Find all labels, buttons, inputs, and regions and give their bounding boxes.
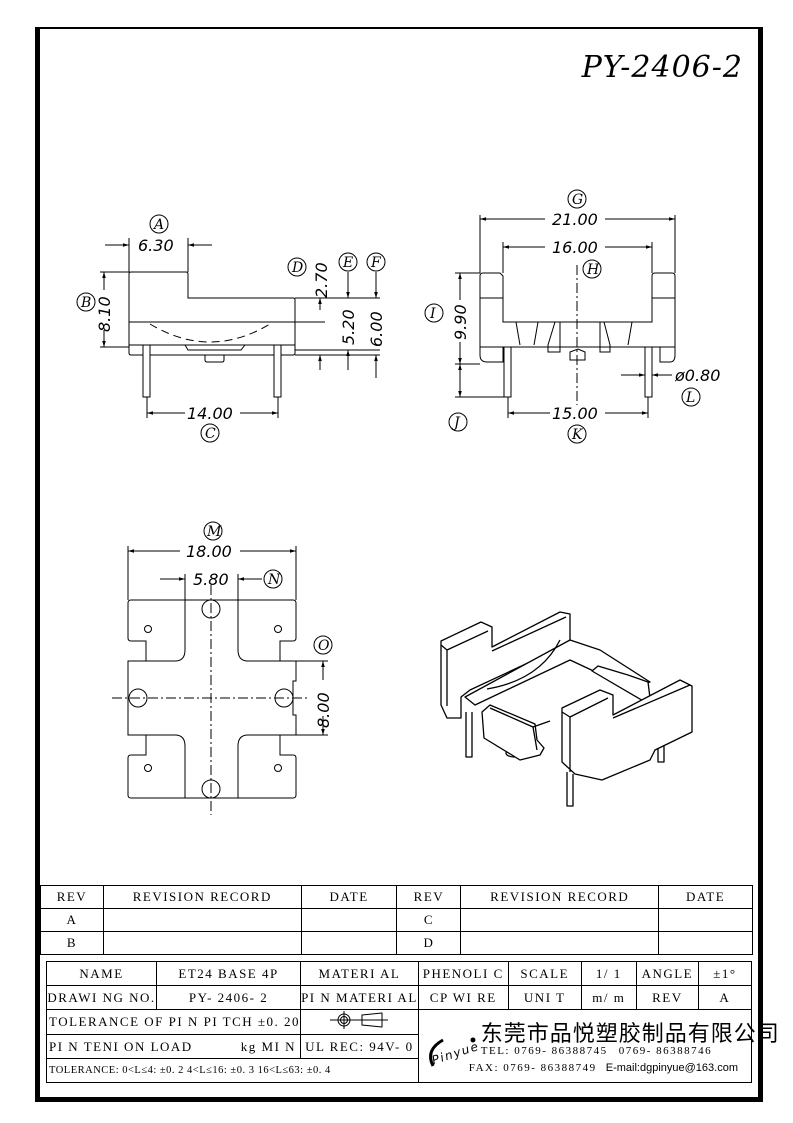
- material-label: MATERI AL: [300, 961, 419, 986]
- material-value: PHENOLI C: [417, 961, 509, 986]
- side-hidden-arc: [149, 323, 271, 343]
- record-cell: [102, 908, 302, 932]
- company-name: 东莞市品悦塑胶制品有限公司: [480, 1022, 780, 1047]
- company-fax: FAX: 0769- 86388749: [468, 1062, 597, 1074]
- dim-m-value: 18.00: [186, 542, 232, 561]
- rev-label: REV: [635, 985, 699, 1010]
- header-date: DATE: [658, 885, 753, 909]
- company-tel: TEL: 0769- 86388745: [480, 1045, 608, 1057]
- pinyue-logo: Pinyue: [428, 1037, 481, 1067]
- isometric-view: [440, 611, 693, 807]
- label-b: B: [80, 295, 91, 311]
- dim-d-value: 2.70: [312, 262, 331, 298]
- front-view: 21.00 G 16.00 H 9.90 I J: [424, 189, 720, 444]
- pin-material-value: CP WI RE: [417, 985, 509, 1010]
- bottom-body-outline: [127, 599, 297, 799]
- bottom-view: 18.00 M 5.80 N 8.00 O: [112, 521, 333, 815]
- name-value: ET24 BASE 4P: [156, 961, 302, 986]
- date-cell: [300, 931, 398, 955]
- front-body-outline: [479, 272, 676, 363]
- record-cell: [102, 931, 302, 955]
- general-tolerance: TOLERANCE: 0<L≤4: ±0. 2 4<L≤16: ±0. 3 16…: [46, 1058, 419, 1083]
- front-pin-left: [503, 346, 512, 398]
- technical-drawing: 6.30 A 8.10 B 14.00 C 2.: [76, 189, 720, 815]
- ul-rating: UL REC: 94V- 0: [300, 1034, 419, 1059]
- date-cell: [658, 931, 753, 955]
- projection-symbol-cell: [300, 1009, 419, 1035]
- label-k: K: [571, 427, 584, 443]
- label-o: O: [318, 638, 330, 654]
- side-pin-left: [142, 344, 151, 398]
- dim-n-value: 5.80: [193, 570, 229, 589]
- label-a: A: [152, 217, 164, 233]
- rev-cell: A: [40, 908, 104, 932]
- document-number: PY-2406-2: [581, 50, 743, 85]
- date-cell: [658, 908, 753, 932]
- angle-label: ANGLE: [635, 961, 699, 986]
- revision-row: B D: [40, 931, 753, 955]
- label-f: F: [370, 255, 382, 271]
- drawing-frame: [35, 27, 763, 1102]
- side-pin-right: [273, 344, 282, 398]
- name-label: NAME: [45, 961, 158, 986]
- angle-value: ±1°: [697, 961, 753, 986]
- header-rev: REV: [396, 885, 462, 909]
- dim-o-value: 8.00: [314, 692, 333, 728]
- dim-c-value: 14.00: [187, 404, 233, 423]
- dim-k-value: 15.00: [552, 404, 598, 423]
- unit-value: m/ m: [580, 985, 637, 1010]
- dim-i-value: 9.90: [451, 304, 470, 340]
- side-view: 6.30 A 8.10 B 14.00 C 2.: [76, 214, 386, 443]
- first-angle-projection-icon: [330, 1011, 389, 1029]
- header-revision-record: REVISION RECORD: [102, 885, 302, 909]
- date-cell: [300, 908, 398, 932]
- company-tel-2: 0769- 86388746: [618, 1045, 713, 1057]
- label-j: J: [451, 415, 461, 431]
- drawing-no-value: PY- 2406- 2: [156, 985, 302, 1010]
- rev-value: A: [697, 985, 753, 1010]
- label-d: D: [291, 260, 303, 276]
- dim-a-value: 6.30: [138, 236, 174, 255]
- drawing-no-label: DRAWI NG NO.: [45, 985, 158, 1010]
- dim-g-value: 21.00: [552, 210, 598, 229]
- title-block: NAME ET24 BASE 4P MATERI AL PHENOLI C SC…: [45, 961, 779, 1083]
- scale-label: SCALE: [507, 961, 582, 986]
- pin-pitch-tolerance: TOLERANCE OF PI N PI TCH ±0. 20: [45, 1009, 302, 1035]
- pin-material-label: PI N MATERI AL: [300, 985, 419, 1010]
- dim-b-value: 8.10: [95, 296, 114, 332]
- label-i: I: [429, 306, 436, 322]
- revision-table-header: REV REVISION RECORD DATE REV REVISION RE…: [40, 885, 753, 909]
- label-g: G: [572, 192, 583, 208]
- label-e: E: [342, 255, 353, 271]
- revision-row: A C: [40, 908, 753, 932]
- company-block: Pinyue 东莞市品悦塑胶制品有限公司 TEL: 0769- 86388745…: [417, 1009, 779, 1083]
- label-l: L: [685, 390, 695, 406]
- company-email: E-mail:dgpinyue@163.com: [605, 1062, 738, 1074]
- record-cell: [460, 908, 660, 932]
- dim-e-value: 5.20: [339, 309, 358, 345]
- pin-tension-load-label: PI N TENI ON LOAD: [49, 1038, 193, 1054]
- record-cell: [460, 931, 660, 955]
- rev-cell: B: [40, 931, 104, 955]
- rev-cell: C: [396, 908, 462, 932]
- label-c: C: [205, 426, 216, 442]
- revision-table: REV REVISION RECORD DATE REV REVISION RE…: [40, 885, 753, 955]
- dim-f-value: 6.00: [367, 311, 386, 347]
- side-body-outline: [128, 271, 296, 356]
- header-revision-record: REVISION RECORD: [460, 885, 660, 909]
- dim-l-value: ø0.80: [674, 366, 720, 385]
- header-rev: REV: [40, 885, 104, 909]
- label-m: M: [206, 524, 222, 540]
- header-date: DATE: [300, 885, 398, 909]
- rev-cell: D: [396, 931, 462, 955]
- label-h: H: [586, 262, 600, 278]
- pin-tension-load-unit: kg MI N: [240, 1038, 297, 1054]
- label-n: N: [267, 572, 281, 588]
- scale-value: 1/ 1: [580, 961, 637, 986]
- unit-label: UNI T: [507, 985, 582, 1010]
- dim-h-value: 16.00: [552, 238, 598, 257]
- pin-tension-load: PI N TENI ON LOAD kg MI N: [45, 1034, 302, 1059]
- front-pin-right: [644, 346, 653, 398]
